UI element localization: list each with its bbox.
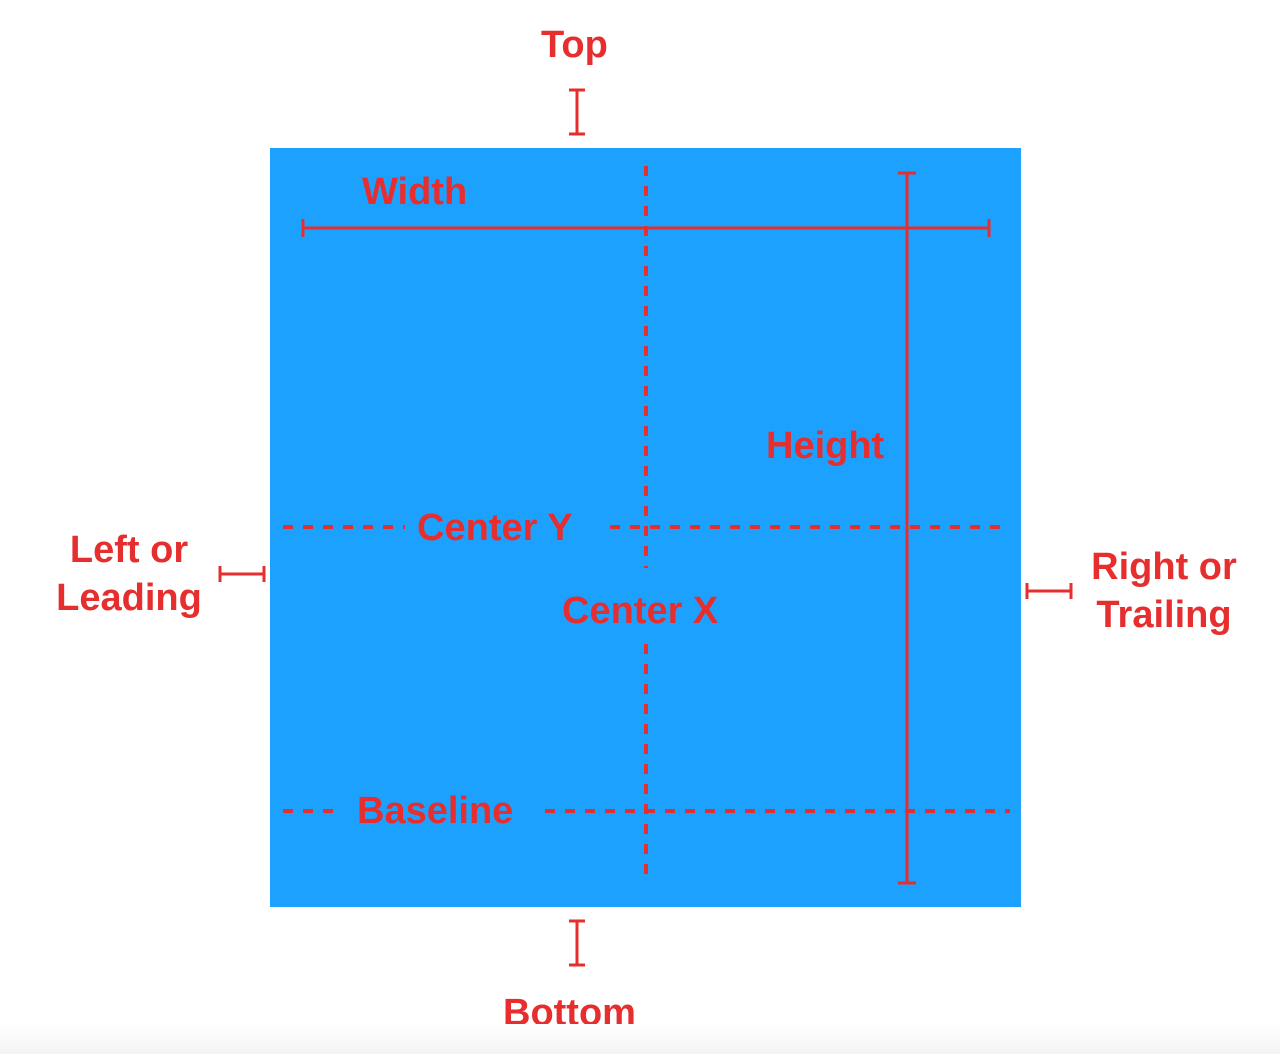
right-marker xyxy=(1025,583,1073,599)
right-label-line1: Right or xyxy=(1091,546,1237,588)
right-label: Right or Trailing xyxy=(1078,543,1250,639)
height-label: Height xyxy=(766,425,885,467)
bottom-edge-shade xyxy=(0,1024,1280,1054)
width-bracket xyxy=(301,219,991,237)
left-label-line1: Left or xyxy=(69,529,189,571)
left-label-line2: Leading xyxy=(56,577,202,619)
bottom-marker xyxy=(569,919,585,967)
top-label: Top xyxy=(541,24,608,66)
left-label: Left or Leading xyxy=(44,526,214,622)
center-y-label: Center Y xyxy=(417,507,573,549)
left-marker xyxy=(218,566,266,582)
baseline-label: Baseline xyxy=(357,790,514,832)
right-label-line2: Trailing xyxy=(1096,594,1232,636)
height-bracket xyxy=(898,171,916,885)
top-marker xyxy=(569,88,585,136)
width-label: Width xyxy=(362,171,468,213)
center-x-label: Center X xyxy=(562,590,719,632)
